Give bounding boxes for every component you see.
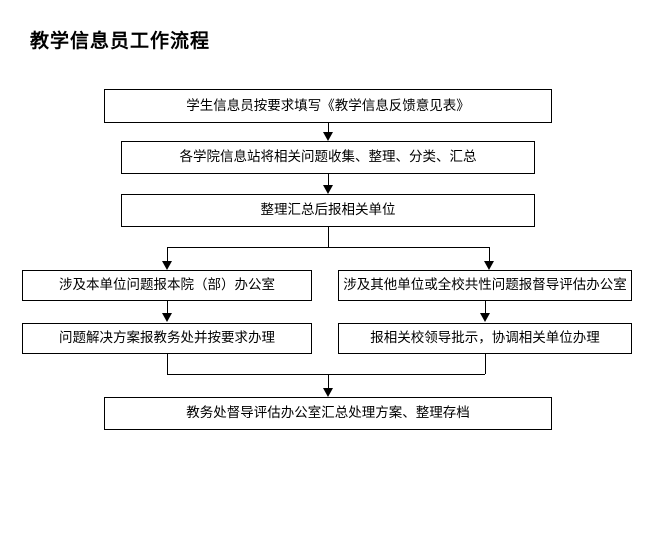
- flow-node-solution-to-academic-affairs[interactable]: 问题解决方案报教务处并按要求办理: [22, 323, 312, 354]
- connector-n1-n2-arrow: [322, 132, 333, 141]
- flow-node-label: 学生信息员按要求填写《教学信息反馈意见表》: [186, 97, 470, 114]
- flow-node-label: 报相关校领导批示，协调相关单位办理: [370, 330, 600, 347]
- connector-merge-arrow: [322, 388, 333, 397]
- flow-node-label: 涉及其他单位或全校共性问题报督导评估办公室: [343, 277, 627, 294]
- connector-merge-bar: [167, 374, 485, 375]
- flow-node-fill-feedback-form[interactable]: 学生信息员按要求填写《教学信息反馈意见表》: [104, 89, 552, 123]
- connector-split-right-arrow: [483, 261, 494, 270]
- flow-node-report-school-leaders[interactable]: 报相关校领导批示，协调相关单位办理: [338, 323, 632, 354]
- connector-merge-drop: [328, 374, 329, 388]
- connector-n4-n6-line: [167, 301, 168, 313]
- flow-node-label: 整理汇总后报相关单位: [260, 202, 396, 219]
- connector-n1-n2-line: [328, 123, 329, 133]
- connector-n2-n3-line: [328, 174, 329, 185]
- connector-n2-n3-arrow: [322, 185, 333, 194]
- connector-split-right-drop: [489, 247, 490, 261]
- connector-split-left-drop: [167, 247, 168, 261]
- connector-split-left-arrow: [161, 261, 172, 270]
- connector-n4-n6-arrow: [161, 313, 172, 322]
- connector-merge-right-stem: [485, 354, 486, 374]
- connector-split-stem: [328, 227, 329, 247]
- flow-node-label: 各学院信息站将相关问题收集、整理、分类、汇总: [179, 149, 477, 166]
- connector-split-bar: [167, 247, 489, 248]
- flow-node-archive-summary[interactable]: 教务处督导评估办公室汇总处理方案、整理存档: [104, 397, 552, 430]
- flow-node-label: 教务处督导评估办公室汇总处理方案、整理存档: [186, 405, 470, 422]
- page-title: 教学信息员工作流程: [30, 30, 211, 52]
- connector-n5-n7-line: [485, 301, 486, 313]
- flow-node-college-station-collect[interactable]: 各学院信息站将相关问题收集、整理、分类、汇总: [121, 141, 535, 174]
- flow-node-report-to-units[interactable]: 整理汇总后报相关单位: [121, 194, 535, 227]
- flow-node-other-unit-supervision-office[interactable]: 涉及其他单位或全校共性问题报督导评估办公室: [338, 270, 632, 301]
- connector-merge-left-stem: [167, 354, 168, 374]
- connector-n5-n7-arrow: [479, 313, 490, 322]
- flow-node-label: 问题解决方案报教务处并按要求办理: [59, 330, 275, 347]
- flow-node-label: 涉及本单位问题报本院（部）办公室: [59, 277, 275, 294]
- flow-node-own-unit-office[interactable]: 涉及本单位问题报本院（部）办公室: [22, 270, 312, 301]
